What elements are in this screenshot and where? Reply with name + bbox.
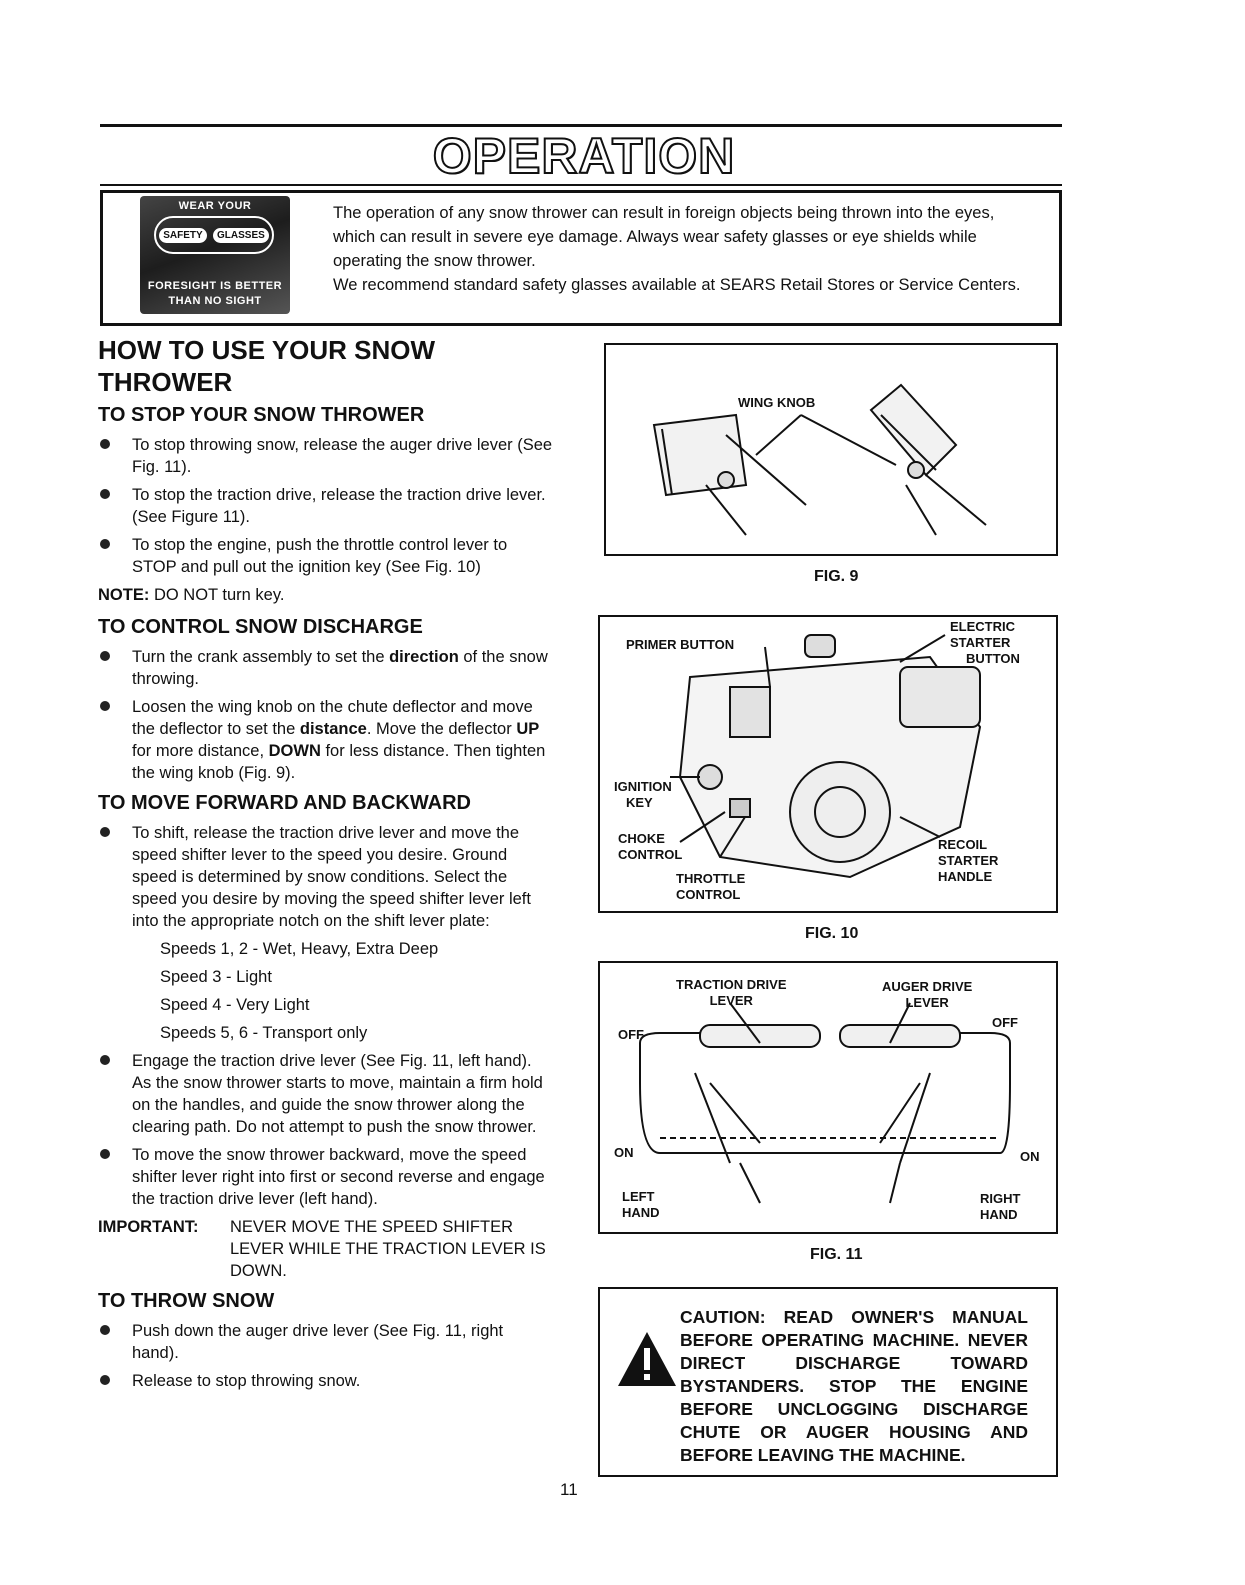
left-hand-label: LEFT HAND xyxy=(622,1189,660,1220)
badge-glasses-text: GLASSES xyxy=(213,227,269,243)
on-left-label: ON xyxy=(614,1145,634,1160)
engine-illustration xyxy=(670,634,982,879)
note-label: NOTE: xyxy=(98,586,150,604)
page-title: OPERATION xyxy=(432,127,736,185)
figure-10-caption: FIG. 10 xyxy=(805,925,859,942)
safety-notice-text: The operation of any snow thrower can re… xyxy=(333,201,1033,297)
stop-note: NOTE: DO NOT turn key. xyxy=(98,584,554,606)
handle-levers-illustration xyxy=(639,1002,1011,1204)
stop-heading: TO STOP YOUR SNOW THROWER xyxy=(98,404,425,426)
figure-11-caption: FIG. 11 xyxy=(810,1246,863,1263)
badge-top-text: WEAR YOUR xyxy=(178,200,252,212)
glasses-icon: SAFETY GLASSES xyxy=(154,216,274,254)
on-right-label: ON xyxy=(1020,1149,1040,1164)
ignition-key-label: IGNITION KEY xyxy=(614,779,672,810)
badge-bottom-text-1: FORESIGHT IS BETTER xyxy=(147,280,283,292)
warning-triangle-icon xyxy=(618,1332,676,1386)
top-rule xyxy=(100,124,1062,127)
chute-deflector-illustration xyxy=(652,383,987,536)
recoil-starter-label: RECOIL STARTER HANDLE xyxy=(938,837,999,884)
left-column: HOW TO USE YOUR SNOW THROWER TO STOP YOU… xyxy=(98,334,554,1398)
page-number: 11 xyxy=(560,1480,578,1499)
off-right-label: OFF xyxy=(992,1015,1018,1030)
important-text: NEVER MOVE THE SPEED SHIFTER LEVER WHILE… xyxy=(230,1218,546,1280)
stop-item-1: To stop throwing snow, release the auger… xyxy=(98,434,554,478)
figure-9-box: WING KNOB xyxy=(604,343,1058,556)
figure-9-caption: FIG. 9 xyxy=(814,568,859,585)
auger-drive-lever-label: AUGER DRIVE LEVER xyxy=(882,979,973,1010)
important-note: IMPORTANT: NEVER MOVE THE SPEED SHIFTER … xyxy=(98,1216,554,1282)
move-item-3: To move the snow thrower backward, move … xyxy=(98,1144,554,1210)
main-heading: HOW TO USE YOUR SNOW THROWER xyxy=(98,335,436,397)
badge-bottom-text-2: THAN NO SIGHT xyxy=(168,295,262,307)
title-underline xyxy=(100,184,1062,186)
wing-knob-label: WING KNOB xyxy=(738,395,816,410)
choke-control-label: CHOKE CONTROL xyxy=(618,831,683,862)
move-item-1: To shift, release the traction drive lev… xyxy=(98,822,554,932)
speed-item: Speeds 5, 6 - Transport only xyxy=(160,1024,368,1042)
throw-heading: TO THROW SNOW xyxy=(98,1290,275,1312)
caution-text: CAUTION: READ OWNER'S MANUAL BEFORE OPER… xyxy=(680,1307,1028,1465)
important-label: IMPORTANT: xyxy=(98,1218,199,1236)
discharge-item-1: Turn the crank assembly to set the direc… xyxy=(98,646,554,690)
safety-glasses-badge: WEAR YOUR SAFETY GLASSES FORESIGHT IS BE… xyxy=(140,196,290,314)
stop-list: To stop throwing snow, release the auger… xyxy=(98,434,554,578)
right-hand-label: RIGHT HAND xyxy=(980,1191,1021,1222)
throw-item-2: Release to stop throwing snow. xyxy=(98,1370,554,1392)
safety-paragraph-2: We recommend standard safety glasses ava… xyxy=(333,276,1021,294)
figure-10-box: PRIMER BUTTON ELECTRIC STARTER BUTTON IG… xyxy=(598,615,1058,913)
move-heading: TO MOVE FORWARD AND BACKWARD xyxy=(98,792,471,814)
discharge-list: Turn the crank assembly to set the direc… xyxy=(98,646,554,784)
figure-11-box: TRACTION DRIVE LEVER AUGER DRIVE LEVER O… xyxy=(598,961,1058,1234)
speeds-list: Speeds 1, 2 - Wet, Heavy, Extra Deep Spe… xyxy=(98,938,554,1044)
throw-list: Push down the auger drive lever (See Fig… xyxy=(98,1320,554,1392)
speed-item: Speeds 1, 2 - Wet, Heavy, Extra Deep xyxy=(160,940,439,958)
speed-item: Speed 3 - Light xyxy=(160,968,272,986)
note-text: DO NOT turn key. xyxy=(153,586,285,604)
stop-item-3: To stop the engine, push the throttle co… xyxy=(98,534,554,578)
move-list-2: Engage the traction drive lever (See Fig… xyxy=(98,1050,554,1210)
move-list: To shift, release the traction drive lev… xyxy=(98,822,554,932)
primer-button-label: PRIMER BUTTON xyxy=(626,637,735,652)
safety-notice-box xyxy=(100,190,1062,326)
discharge-item-2: Loosen the wing knob on the chute deflec… xyxy=(98,696,554,784)
throttle-control-label: THROTTLE CONTROL xyxy=(676,871,746,902)
discharge-heading: TO CONTROL SNOW DISCHARGE xyxy=(98,616,423,638)
speed-item: Speed 4 - Very Light xyxy=(160,996,310,1014)
off-left-label: OFF xyxy=(618,1027,644,1042)
traction-drive-lever-label: TRACTION DRIVE LEVER xyxy=(676,977,787,1008)
safety-paragraph-1: The operation of any snow thrower can re… xyxy=(333,204,995,270)
throw-item-1: Push down the auger drive lever (See Fig… xyxy=(98,1320,554,1364)
electric-starter-label: ELECTRIC STARTER BUTTON xyxy=(950,619,1020,666)
move-item-2: Engage the traction drive lever (See Fig… xyxy=(98,1050,554,1138)
badge-safety-text: SAFETY xyxy=(159,227,207,243)
caution-box xyxy=(598,1287,1058,1477)
stop-item-2: To stop the traction drive, release the … xyxy=(98,484,554,528)
